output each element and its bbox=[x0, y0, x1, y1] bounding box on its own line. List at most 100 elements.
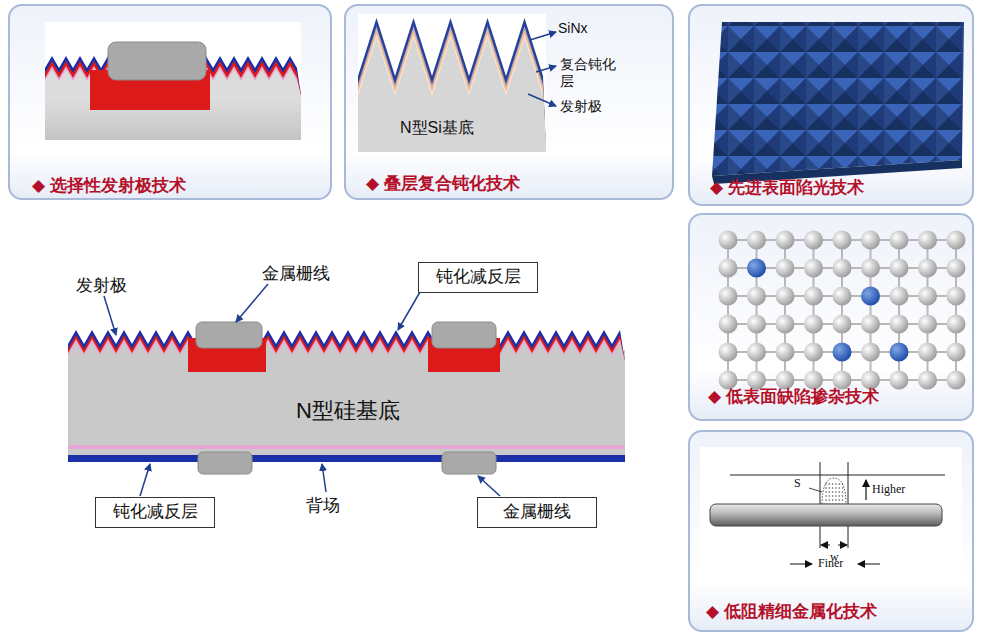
particle bbox=[838, 495, 840, 497]
atom bbox=[947, 259, 966, 278]
particle bbox=[825, 499, 827, 501]
atom bbox=[861, 231, 880, 250]
atom bbox=[833, 315, 852, 334]
atom bbox=[918, 287, 937, 306]
panel-caption: ◆ 先进表面陷光技术 bbox=[710, 176, 864, 199]
atom bbox=[947, 371, 966, 390]
particle bbox=[832, 495, 834, 497]
part-label: 复合钝化层 bbox=[560, 56, 622, 90]
atom bbox=[747, 259, 766, 278]
atom bbox=[861, 343, 880, 362]
label-box: 钝化减反层 bbox=[418, 262, 538, 293]
particle bbox=[832, 487, 834, 489]
particle bbox=[829, 495, 831, 497]
particle bbox=[825, 487, 827, 489]
part-label: N型硅基底 bbox=[296, 396, 400, 426]
particle bbox=[829, 483, 831, 485]
atom bbox=[776, 371, 795, 390]
part-label: S bbox=[794, 476, 801, 491]
atom bbox=[776, 343, 795, 362]
particle bbox=[842, 499, 844, 501]
atom bbox=[776, 287, 795, 306]
atom bbox=[918, 315, 937, 334]
atom bbox=[776, 259, 795, 278]
particle bbox=[842, 495, 844, 497]
particle bbox=[842, 487, 844, 489]
atom bbox=[804, 371, 823, 390]
atom bbox=[918, 259, 937, 278]
particle bbox=[835, 491, 837, 493]
atom bbox=[719, 231, 738, 250]
atom bbox=[776, 315, 795, 334]
particle bbox=[832, 483, 834, 485]
layer-band bbox=[358, 18, 546, 152]
atom bbox=[890, 287, 909, 306]
atom bbox=[776, 231, 795, 250]
atom bbox=[918, 371, 937, 390]
part-label: Finer bbox=[818, 556, 843, 571]
particle bbox=[832, 491, 834, 493]
feature-panel: ◆ 先进表面陷光技术 bbox=[688, 4, 974, 206]
atom bbox=[947, 343, 966, 362]
particle bbox=[835, 499, 837, 501]
label-box: 钝化减反层 bbox=[95, 497, 215, 528]
panel-caption: ◆ 低阻精细金属化技术 bbox=[706, 600, 877, 623]
part-label: SiNx bbox=[558, 20, 588, 36]
particle bbox=[825, 483, 827, 485]
atom bbox=[747, 231, 766, 250]
particle bbox=[829, 487, 831, 489]
layer-band bbox=[68, 335, 625, 362]
atom bbox=[890, 259, 909, 278]
atom bbox=[747, 343, 766, 362]
atom bbox=[890, 315, 909, 334]
atom bbox=[804, 315, 823, 334]
atom bbox=[947, 231, 966, 250]
particle bbox=[838, 483, 840, 485]
atom bbox=[833, 343, 852, 362]
atom bbox=[861, 315, 880, 334]
particle bbox=[825, 495, 827, 497]
particle bbox=[825, 491, 827, 493]
feature-panel: ◆ 低阻精细金属化技术 bbox=[688, 430, 974, 632]
label-box: 金属栅线 bbox=[477, 497, 597, 528]
particle bbox=[838, 499, 840, 501]
atom bbox=[719, 343, 738, 362]
part-label: 发射极 bbox=[76, 274, 127, 297]
layer-band bbox=[68, 342, 625, 362]
panel-caption: ◆ 选择性发射极技术 bbox=[32, 174, 186, 197]
part-label: Higher bbox=[872, 482, 905, 497]
atom bbox=[804, 231, 823, 250]
layer-band bbox=[358, 26, 546, 152]
layer-band bbox=[358, 29, 546, 152]
layer-band bbox=[68, 339, 625, 362]
particle bbox=[838, 487, 840, 489]
atom bbox=[947, 287, 966, 306]
particle bbox=[838, 491, 840, 493]
panel-caption: ◆ 低表面缺陷掺杂技术 bbox=[708, 385, 879, 408]
atom bbox=[804, 287, 823, 306]
particle bbox=[835, 495, 837, 497]
part-label: 背场 bbox=[306, 494, 340, 517]
atom bbox=[947, 315, 966, 334]
box-label: 钝化减反层 bbox=[113, 502, 198, 521]
atom bbox=[833, 371, 852, 390]
atom bbox=[861, 259, 880, 278]
particle bbox=[829, 491, 831, 493]
particle bbox=[842, 491, 844, 493]
particle bbox=[835, 487, 837, 489]
atom bbox=[861, 371, 880, 390]
atom bbox=[804, 343, 823, 362]
atom bbox=[890, 343, 909, 362]
particle bbox=[835, 483, 837, 485]
atom bbox=[747, 315, 766, 334]
panel-caption: ◆ 叠层复合钝化技术 bbox=[366, 172, 520, 195]
feature-panel: ◆ 选择性发射极技术 bbox=[8, 4, 332, 200]
atom bbox=[719, 259, 738, 278]
feature-panel: ◆ 叠层复合钝化技术 bbox=[344, 4, 674, 200]
part-label: N型Si基底 bbox=[400, 118, 474, 139]
atom bbox=[833, 231, 852, 250]
particle bbox=[829, 499, 831, 501]
atom bbox=[719, 371, 738, 390]
